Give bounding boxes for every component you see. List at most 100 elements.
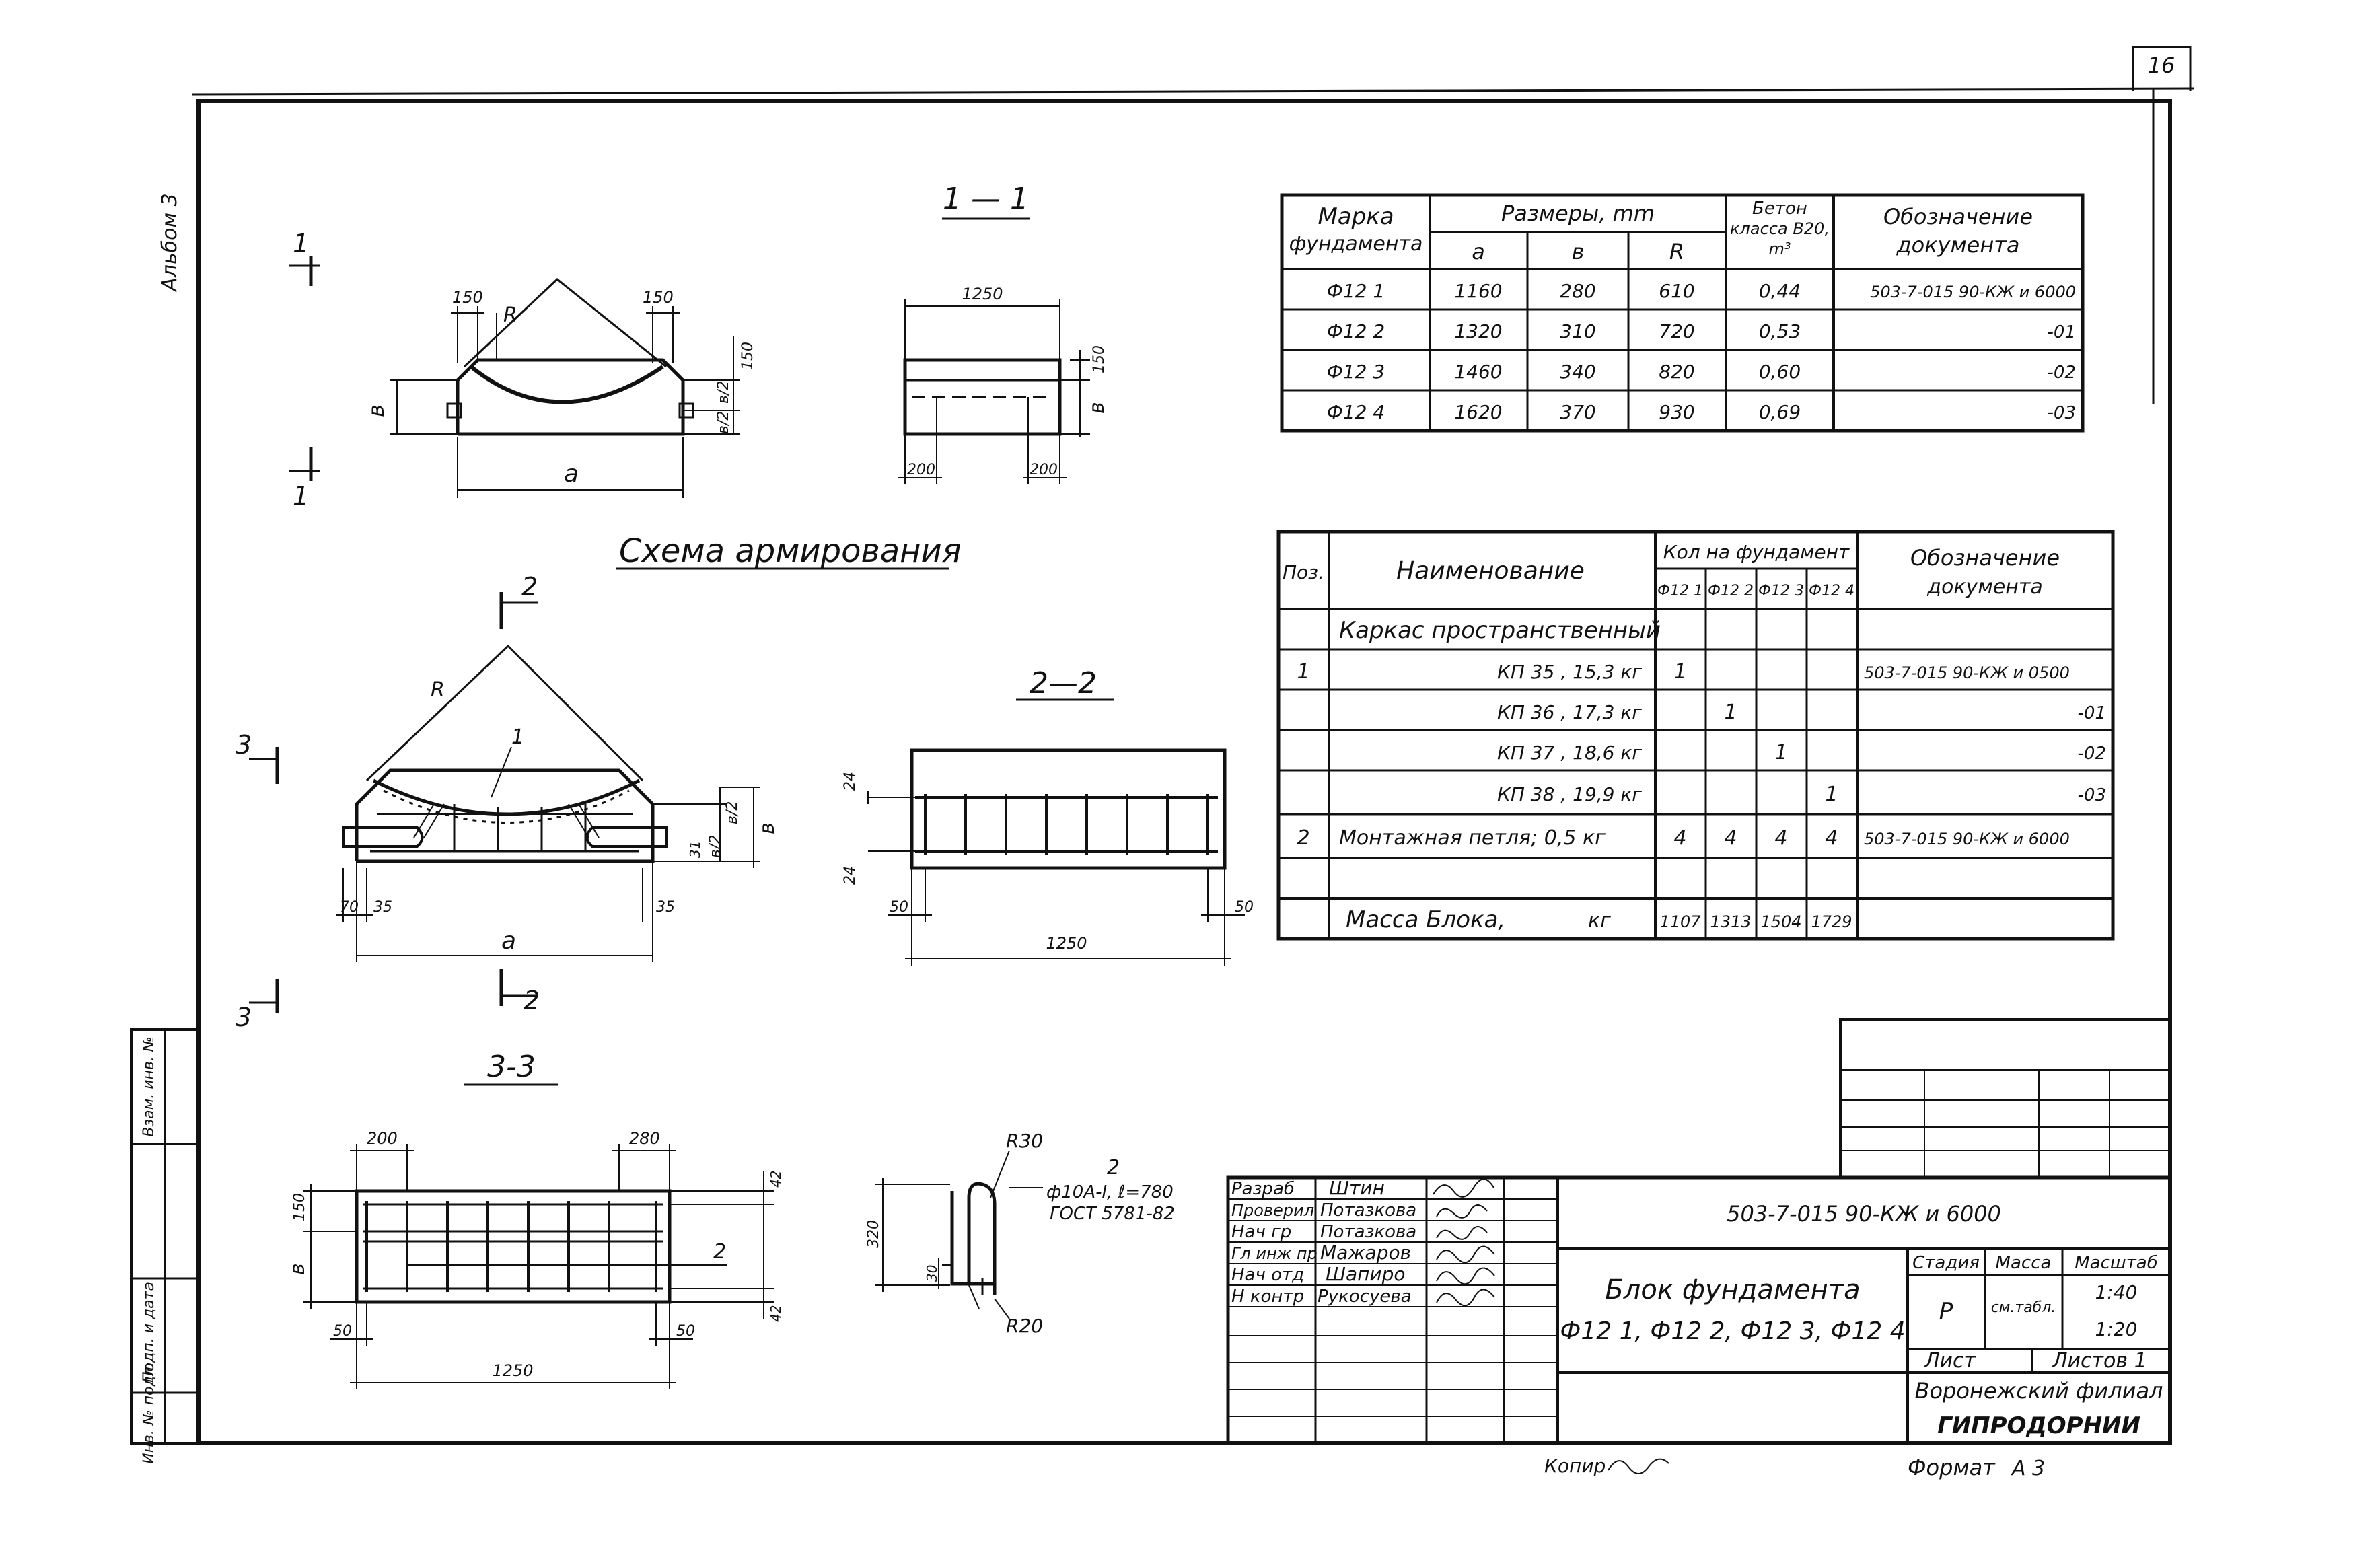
hdr-doc-1: Обозначение (1910, 545, 2060, 571)
table-row: Ф12 1 1160 280 610 0,44 503-7-015 90-КЖ … (1327, 280, 2076, 302)
cell-a: 1620 (1454, 401, 1502, 423)
dim-280: 280 (629, 1129, 660, 1148)
person-name: Потазкова (1320, 1200, 1416, 1221)
mass-f3: 1504 (1760, 912, 1801, 931)
table-row: Ф12 3 1460 340 820 0,60 -02 (1327, 361, 2076, 383)
cell-b: 280 (1560, 280, 1595, 302)
hdr-f4: Ф12 4 (1809, 583, 1854, 600)
marker-label: 3 (236, 730, 252, 760)
dim-R: R (503, 303, 517, 327)
cell-r: 820 (1659, 361, 1694, 383)
dim-150-vert: 150 (740, 342, 756, 370)
dim-150: 150 (291, 1193, 308, 1221)
table-row: КП 37 , 18,6 кг 1 -02 (1497, 741, 2106, 764)
cell-concrete: 0,69 (1759, 401, 1801, 423)
hdr-doc-1: Обозначение (1883, 204, 2033, 229)
dim-R: R (431, 678, 445, 702)
dim-50-left: 50 (890, 899, 908, 916)
hdr-qty: Кол на фундамент (1663, 541, 1850, 563)
dim-24-top: 24 (842, 772, 859, 791)
mass-row: Масса Блока, кг 1107 1313 1504 1729 (1346, 906, 1852, 933)
hdr-concrete-2: класса В20, (1730, 219, 1830, 238)
cell-q1: 4 (1673, 826, 1686, 850)
cell-name: КП 35 , 15,3 кг (1497, 661, 1642, 683)
dim-150: 150 (1091, 345, 1108, 373)
format-value: А 3 (2011, 1457, 2045, 1480)
dim-50-left: 50 (333, 1323, 352, 1340)
cell-doc: -03 (2078, 785, 2106, 805)
block-elevation-view: 1 1 R 150 150 a в (289, 229, 756, 511)
section-1-1-title: 1 — 1 (943, 182, 1029, 216)
cell-name: КП 38 , 19,9 кг (1497, 783, 1642, 805)
cell-q3: 4 (1774, 826, 1787, 850)
dim-42-bottom: 42 (768, 1305, 784, 1322)
hdr-sizes: Размеры, mm (1501, 201, 1655, 226)
reinforcement-elevation-view: 2 2 3 3 R (236, 572, 779, 1032)
cell-doc: 503-7-015 90-КЖ и 6000 (1870, 283, 2076, 301)
scale-value-1: 1:40 (2095, 1281, 2138, 1303)
section-3-3-view: 3-3 2 200 280 150 (286, 1050, 784, 1389)
section-2-2-view: 2—2 24 24 1250 50 50 (842, 666, 1254, 966)
cell-mark: Ф12 3 (1327, 361, 1385, 383)
hdr-pos: Поз. (1283, 561, 1324, 583)
mass-label: Масса (1996, 1253, 2052, 1273)
dim-200: 200 (367, 1129, 398, 1148)
dim-1250: 1250 (962, 285, 1003, 303)
cell-doc: 503-7-015 90-КЖ и 6000 (1864, 830, 2070, 848)
loop-gost-note: ГОСТ 5781-82 (1050, 1204, 1175, 1224)
signature-row: Н контр Рукосуева (1231, 1287, 1495, 1307)
title-name-line1: Блок фундамента (1605, 1274, 1860, 1305)
reinforcement-title: Схема армирования (619, 532, 962, 570)
cell-doc: -02 (2078, 744, 2106, 764)
cell-doc: -01 (2078, 703, 2106, 723)
section-marker-3-bottom: 3 (236, 979, 279, 1032)
hdr-f2: Ф12 2 (1708, 583, 1754, 600)
cell-name: КП 36 , 17,3 кг (1497, 701, 1642, 723)
table-row: Ф12 4 1620 370 930 0,69 -03 (1327, 401, 2076, 423)
dim-35-right: 35 (656, 899, 675, 916)
cell-concrete: 0,44 (1759, 280, 1801, 302)
cage-verticals (365, 1201, 657, 1292)
hdr-doc-2: документа (1926, 575, 2043, 599)
cell-r: 720 (1659, 320, 1694, 342)
dimensions-table: Марка фундамента Размеры, mm a в R Бетон… (1280, 193, 2085, 433)
dim-30: 30 (924, 1265, 940, 1282)
person-name: Штин (1329, 1177, 1385, 1199)
hdr-f3: Ф12 3 (1758, 583, 1804, 600)
mass-f1: 1107 (1659, 912, 1701, 931)
section-marker-2-bottom: 2 (499, 969, 540, 1015)
dim-150-right: 150 (643, 288, 674, 307)
specification-table: Поз. Наименование Кол на фундамент Ф12 1… (1276, 530, 2115, 941)
hdr-r: R (1669, 239, 1684, 264)
hdr-mark-2: фундамента (1289, 232, 1423, 256)
title-name-line2: Ф12 1, Ф12 2, Ф12 3, Ф12 4 (1560, 1317, 1905, 1345)
marker-label: 2 (521, 572, 538, 602)
hdr-concrete-1: Бетон (1752, 198, 1807, 219)
loop-bar-note: ф10A-I, ℓ=780 (1046, 1182, 1174, 1202)
signature-row: Нач гр Потазкова (1231, 1222, 1488, 1242)
dim-200-left: 200 (907, 462, 935, 478)
strip-inv: Инв. № подл. (141, 1362, 157, 1464)
cell-q4: 1 (1825, 783, 1838, 806)
mass-value: см.табл. (1991, 1299, 2056, 1316)
strip-sign: Подп. и дата (141, 1282, 157, 1383)
person-name: Мажаров (1320, 1241, 1411, 1264)
hdr-name: Наименование (1396, 557, 1585, 585)
table-row: Ф12 2 1320 310 720 0,53 -01 (1327, 320, 2076, 342)
dim-b: в (286, 1263, 310, 1275)
section-marker-1-top: 1 (289, 229, 320, 286)
cell-q1: 1 (1673, 660, 1686, 684)
dim-a: a (564, 460, 579, 488)
section-2-2-title: 2—2 (1030, 666, 1097, 700)
signature-row: Проверил Потазкова (1231, 1200, 1488, 1221)
cell-mark: Ф12 4 (1327, 401, 1385, 423)
mounting-loop-view: R30 R20 320 30 2 ф10A-I, ℓ=780 ГОСТ 5781… (865, 1130, 1175, 1337)
signature-row: Нач отд Шапиро (1231, 1263, 1495, 1285)
dim-24-bottom: 24 (842, 866, 859, 885)
cell-b: 340 (1560, 361, 1595, 383)
role: Н контр (1231, 1287, 1304, 1307)
side-note: Альбом 3 (158, 193, 182, 293)
signature-row: Гл инж пр Мажаров (1231, 1241, 1495, 1264)
dim-50-right: 50 (1235, 899, 1254, 916)
hdr-mark-1: Марка (1318, 203, 1394, 230)
